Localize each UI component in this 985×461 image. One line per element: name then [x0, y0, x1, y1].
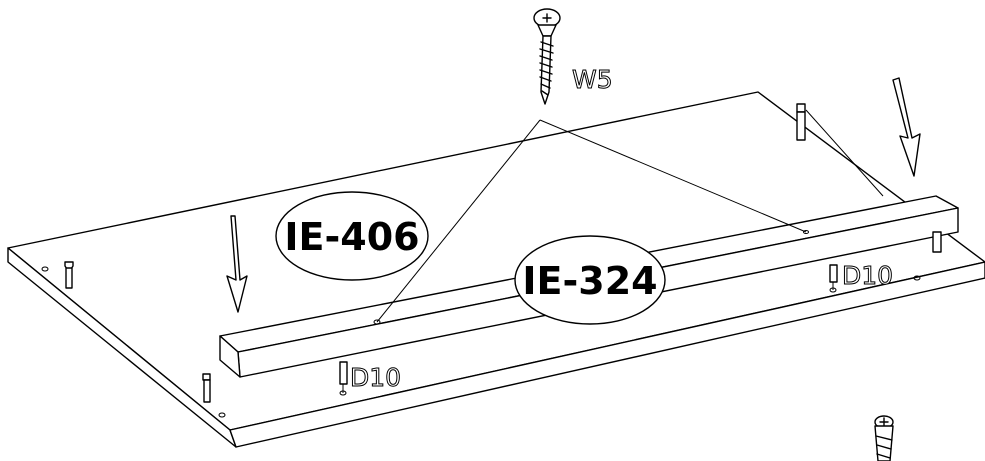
panel-label: IE-406 [284, 215, 419, 259]
wood-screw-icon [533, 8, 561, 105]
arrow-down-icon [226, 77, 921, 313]
wooden-dowel-icon [64, 103, 838, 403]
confirmat-screw-icon [874, 415, 894, 461]
dowel-label-right: D10 [842, 261, 893, 290]
dowel-label-left: D10 [350, 363, 401, 392]
screw-label: W5 [572, 65, 613, 94]
panel-ie-406 [7, 91, 985, 448]
rail-label: IE-324 [522, 259, 657, 303]
panel-label-ellipse: IE-406 [275, 191, 429, 281]
rail-label-ellipse: IE-324 [514, 235, 666, 325]
screw-pointer-lines [376, 109, 884, 323]
